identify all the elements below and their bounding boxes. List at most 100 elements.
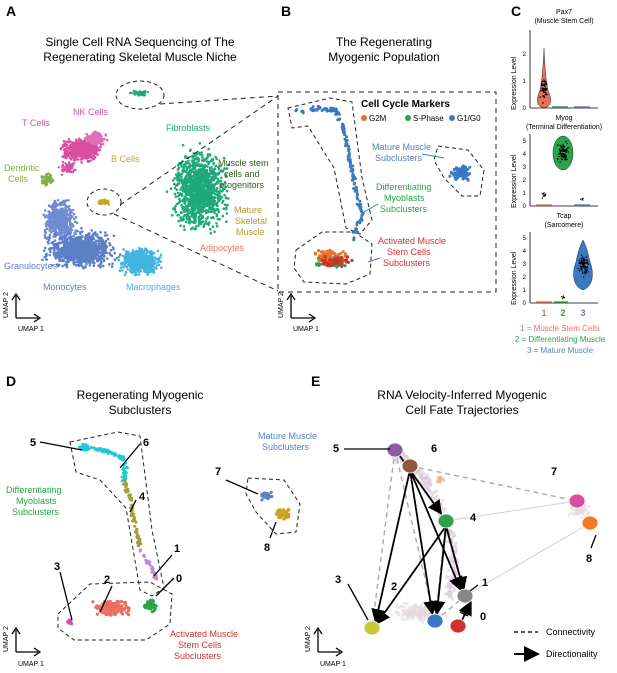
a-point-fibroblasts [180, 173, 183, 176]
a-point-monocytes [86, 242, 90, 245]
a-point-monocytes [106, 257, 109, 260]
a-point-msc-region [128, 91, 132, 95]
c-myog-point-g1 [541, 193, 543, 195]
a-point-granulocytes [56, 199, 60, 202]
a-point-macrophages [157, 258, 160, 262]
a-point-fibroblasts [177, 213, 180, 217]
a-point-macrophages [154, 267, 158, 270]
a-point-fibroblasts [217, 192, 221, 196]
a-point-monocytes [93, 246, 96, 249]
b-point-g1 [358, 199, 362, 203]
a-point-t-cells [80, 161, 83, 164]
b-point-g1 [325, 109, 329, 113]
a-point-granulocytes [69, 226, 73, 229]
a-point-fibroblasts [185, 168, 189, 171]
a-point-t-cells-tail [67, 161, 71, 164]
a-point-macrophages [144, 260, 147, 264]
a-point-t-cells [78, 139, 81, 142]
a-point-fibroblasts [180, 186, 184, 189]
label-macrophages: Macrophages [126, 282, 181, 292]
c-tcap-point [578, 270, 580, 272]
d-point-2 [95, 606, 99, 610]
a-point-monocytes [84, 260, 87, 263]
a-point-fibroblasts [207, 173, 211, 177]
a-point-monocytes [56, 264, 60, 268]
a-point-macrophages [148, 250, 152, 254]
a-point-fibroblasts [208, 166, 212, 170]
violin-pax7: Pax7 (Muscle Stem Cell) Expression Level… [511, 9, 598, 112]
a-point-fibroblasts [190, 194, 194, 197]
a-point-granulocytes [68, 207, 71, 211]
a-point-t-cells [81, 155, 84, 158]
a-point-macrophages [130, 253, 134, 257]
b-point-g1 [355, 192, 359, 196]
a-point-t-cells-tail [64, 165, 68, 169]
b-point-g2m-dark [332, 261, 336, 265]
a-point-monocytes [95, 252, 99, 256]
a-point-t-cells [85, 155, 88, 158]
a-point-granulocytes [60, 227, 64, 231]
a-point-t-cells [84, 147, 88, 151]
d-point-1 [139, 548, 143, 552]
b-point-g1 [316, 104, 320, 108]
b-legend-swatch [361, 115, 367, 121]
c-myog-point [557, 159, 559, 161]
label-t-cells: T Cells [22, 118, 50, 128]
a-point-monocytes [58, 258, 62, 262]
a-point-fibroblasts [205, 195, 209, 199]
a-point-fibroblasts [182, 215, 185, 218]
a-point-fibroblasts [186, 217, 189, 221]
panel-c-group-3: 3 [580, 308, 585, 318]
c-myog-point [560, 153, 562, 155]
a-point-fibroblasts [210, 205, 214, 209]
a-point-fibroblasts [206, 153, 210, 156]
panel-c-key-1: 1 = Muscle Stem Cells [520, 324, 600, 333]
violin-myog-tick-3: 3 [523, 165, 527, 171]
a-point-t-cells [65, 156, 68, 160]
panel-a-zoom-line-1 [159, 95, 279, 105]
a-point-monocytes [111, 262, 114, 266]
panel-b-act-pointer [367, 257, 381, 263]
a-point-nk-cells [97, 137, 101, 141]
a-point-fibroblasts [182, 190, 185, 193]
violin-myog-points [541, 140, 584, 201]
a-point-fibroblasts [206, 165, 209, 168]
a-point-fibroblasts [217, 165, 220, 169]
c-myog-point [559, 151, 561, 153]
a-point-nk-cells [86, 138, 89, 141]
a-point-t-cells [75, 143, 79, 147]
a-point-fibroblasts [184, 198, 188, 202]
d-point-4 [135, 534, 139, 538]
a-point-fibroblasts [198, 222, 201, 225]
a-point-fibroblasts [224, 207, 228, 211]
d-point-2 [91, 600, 95, 604]
b-point-g1 [360, 210, 363, 213]
a-point-monocytes [90, 229, 93, 232]
a-point-monocytes [60, 251, 63, 254]
a-point-msc-region [139, 92, 142, 95]
a-point-fibroblasts [199, 182, 202, 185]
label-msc-2: cells and [224, 169, 260, 179]
d-point-6 [122, 466, 126, 470]
a-point-fibroblasts [169, 187, 173, 190]
a-point-granulocytes [68, 205, 71, 208]
panel-b-label-mature-2: Subclusters [375, 153, 423, 163]
panel-b-legend-title: Cell Cycle Markers [361, 99, 450, 110]
label-b-cells: B Cells [111, 154, 140, 164]
b-point-g1 [359, 202, 363, 206]
a-point-granulocytes [63, 200, 67, 203]
b-point-g2m-dark [336, 260, 340, 264]
d-point-2 [95, 612, 99, 616]
a-point-macrophages [155, 264, 159, 267]
panel-d-title-1: Regenerating Myogenic [77, 388, 204, 402]
a-point-granulocytes [70, 228, 74, 232]
violin-myog-tick-2: 2 [523, 178, 527, 184]
a-point-monocytes [111, 246, 115, 249]
b-point-g2m [329, 253, 333, 257]
d-point-2 [118, 600, 122, 604]
b-point-g1 [322, 107, 326, 111]
a-point-fibroblasts [201, 200, 205, 203]
a-point-nk-cells [90, 136, 93, 140]
a-point-t-cells-tail [61, 164, 64, 167]
